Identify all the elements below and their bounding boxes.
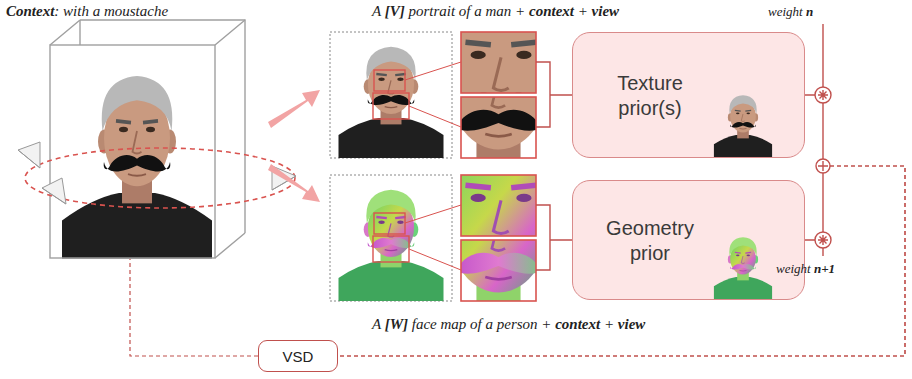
texture-prior-box: Texture prior(s)	[572, 32, 805, 158]
weighted-connector	[338, 166, 905, 356]
prior-thumbnail	[710, 93, 776, 157]
weight-bus	[822, 24, 823, 256]
node-title: Geometry prior	[595, 216, 705, 266]
node-title: Texture prior(s)	[595, 71, 705, 121]
cube-back	[50, 20, 245, 258]
bracket	[536, 205, 572, 270]
caption-text: weight n+1	[776, 261, 835, 277]
vsd-box: VSD	[258, 340, 338, 372]
camera-orbit	[25, 148, 295, 208]
bracket	[536, 62, 572, 127]
flow-arrows	[268, 90, 320, 202]
cube-front	[50, 45, 215, 258]
caption-text: weight n	[768, 4, 813, 20]
camera-icons	[18, 142, 296, 204]
render-frame	[330, 175, 452, 301]
node-title: VSD	[283, 348, 314, 365]
render-frame	[330, 32, 452, 158]
caption-text: A [V] portrait of a man + context + view	[372, 3, 619, 20]
caption-text: Context: with a moustache	[6, 3, 168, 20]
operator-symbols	[815, 87, 831, 248]
feedback-line	[130, 259, 258, 356]
caption-text: A [W] face map of a person + context + v…	[372, 316, 645, 333]
geometry-prior-box: Geometry prior	[572, 180, 805, 300]
prior-thumbnail	[710, 235, 776, 299]
